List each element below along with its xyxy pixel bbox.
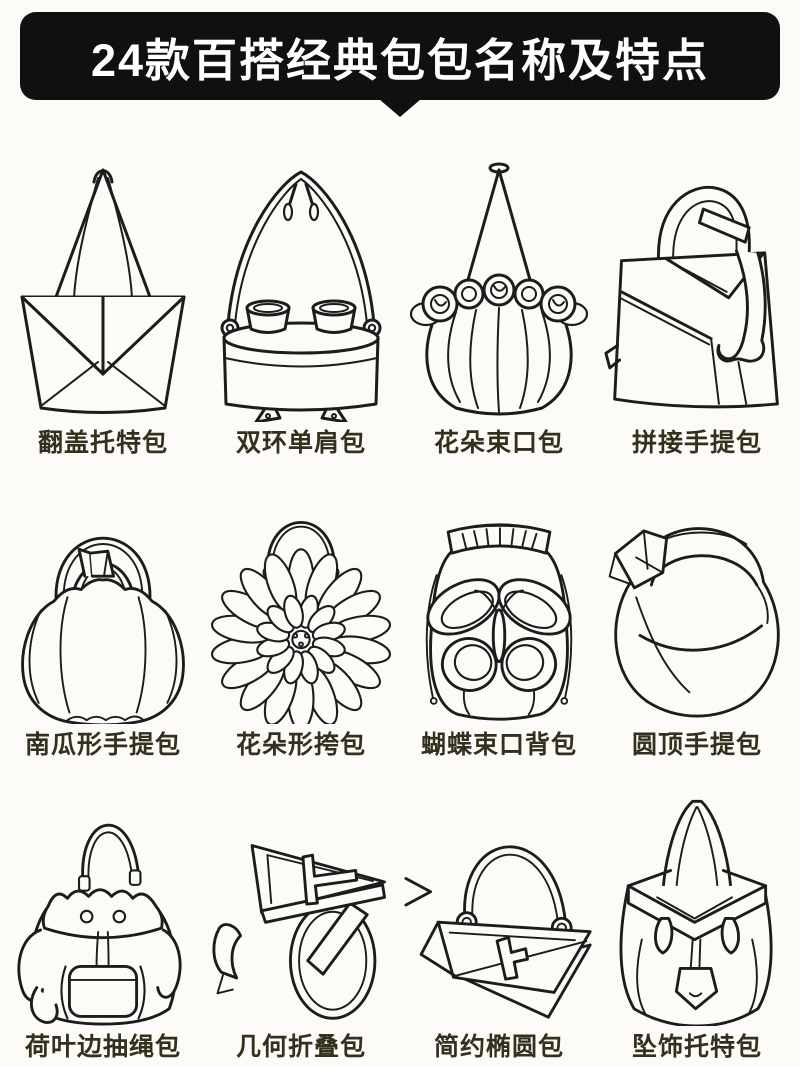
bag-label: 花朵束口包 (433, 429, 564, 457)
dome-handbag-icon (608, 527, 780, 718)
bag-label: 拼接手提包 (631, 429, 762, 457)
ruffle-drawstring-bag-icon (17, 823, 182, 1026)
bag-card-flower-drawstring: 花朵束口包 (400, 118, 598, 458)
bag-card-flower-crossbody: 花朵形挎包 (202, 458, 400, 760)
page-title: 24款百搭经典包包名称及特点 (90, 34, 710, 86)
bag-label: 双环单肩包 (235, 429, 366, 457)
flap-tote-bag-icon (20, 168, 186, 414)
butterfly-drawstring-backpack-icon (425, 523, 573, 721)
bag-card-simple-oval: 简约椭圆包 (400, 760, 598, 1062)
geometric-folding-bag-icon (212, 844, 386, 1020)
flower-drawstring-bag-icon (409, 162, 589, 416)
bag-card-ruffle-drawstring: 荷叶边抽绳包 (4, 760, 202, 1062)
bag-label: 南瓜形手提包 (24, 731, 181, 759)
bag-label: 翻盖托特包 (37, 429, 168, 457)
patchwork-handbag-icon (604, 185, 779, 409)
bag-label: 几何折叠包 (235, 1033, 366, 1061)
bag-label: 圆顶手提包 (631, 731, 762, 759)
bag-card-dome-handbag: 圆顶手提包 (598, 458, 796, 760)
bag-card-flap-tote: 翻盖托特包 (4, 118, 202, 458)
bag-label: 荷叶边抽绳包 (24, 1033, 181, 1061)
bag-label: 简约椭圆包 (433, 1033, 564, 1061)
charm-tote-bag-icon (619, 799, 773, 1026)
pumpkin-handbag-icon (21, 536, 185, 724)
simple-oval-bag-icon (404, 845, 592, 1019)
bag-label: 坠饰托特包 (631, 1033, 762, 1061)
bag-card-butterfly-backpack: 蝴蝶束口背包 (400, 458, 598, 760)
bag-card-pumpkin-handbag: 南瓜形手提包 (4, 458, 202, 760)
bag-grid: 翻盖托特包 双环单肩包 (0, 118, 800, 1067)
speech-bubble-tail (379, 99, 421, 117)
bag-card-double-ring-shoulder: 双环单肩包 (202, 118, 400, 458)
bag-card-charm-tote: 坠饰托特包 (598, 760, 796, 1062)
bag-label: 蝴蝶束口背包 (420, 731, 577, 759)
bag-card-patchwork-handbag: 拼接手提包 (598, 118, 796, 458)
title-banner: 24款百搭经典包包名称及特点 (20, 12, 780, 117)
bag-label: 花朵形挎包 (235, 731, 366, 759)
flower-shaped-crossbody-icon (210, 520, 392, 724)
double-ring-shoulder-bag-icon (220, 170, 382, 422)
bag-card-geometric-folding: 几何折叠包 (202, 760, 400, 1062)
